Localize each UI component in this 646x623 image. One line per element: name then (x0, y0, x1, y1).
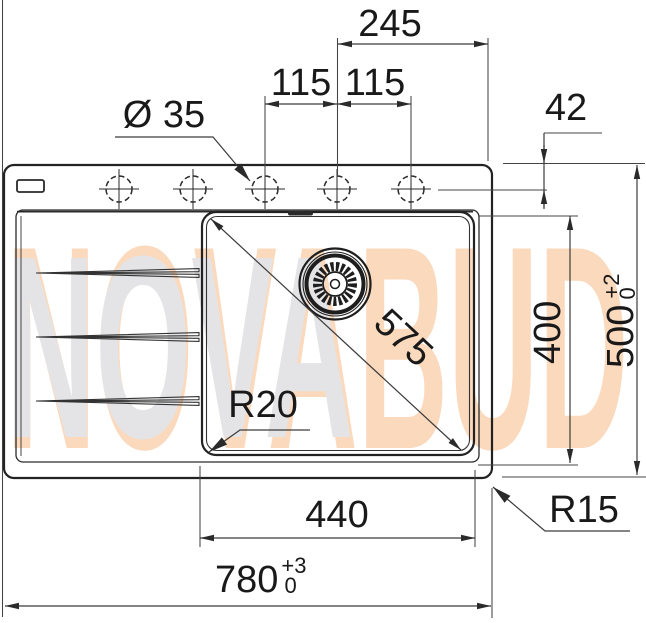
dim-780-tol-minus: 0 (285, 573, 297, 598)
bowl-outer-edge (200, 210, 476, 457)
drainer-groove (35, 268, 200, 278)
radius-r15-callout: R15 (492, 486, 630, 532)
sink-inner-rim (15, 209, 480, 463)
drainer-grooves (35, 268, 200, 406)
dim-245-label: 245 (358, 3, 421, 45)
dim-500-tol-minus: 0 (615, 287, 640, 299)
drain-strainer-icon (298, 247, 372, 321)
dim-575-label: 575 (366, 301, 441, 375)
dim-500-label: 500 +20 (599, 274, 642, 369)
dim-115-left-label: 115 (271, 62, 332, 104)
dim-245: 245 (338, 3, 488, 48)
dim-440-label: 440 (305, 494, 368, 536)
drainer-groove (35, 396, 200, 406)
tap-hole (173, 169, 213, 209)
dim-500-value: 500 (600, 305, 642, 368)
dim-400-label: 400 (527, 301, 569, 364)
drainer-groove (35, 332, 200, 342)
dim-115-left: 115 (265, 62, 337, 108)
dim-780-value: 780 (215, 559, 278, 601)
dim-440: 440 (200, 494, 475, 542)
tap-hole (99, 169, 139, 209)
dim-780-tol-plus: +3 (281, 553, 306, 578)
hole-diameter-label: Ø 35 (123, 94, 205, 136)
dim-42-label: 42 (545, 87, 587, 129)
dim-400: 400 (527, 216, 574, 463)
radius-r15-label: R15 (549, 489, 619, 531)
sink-bowl (200, 210, 476, 457)
radius-r20-label: R20 (228, 384, 298, 426)
bowl-inner-edge (205, 215, 471, 452)
dim-115-right-label: 115 (345, 62, 406, 104)
dim-115-right: 115 (337, 62, 411, 108)
dim-500: 500 +20 (599, 165, 642, 475)
dim-500-tol-plus: +2 (599, 274, 624, 299)
overflow-slot (16, 179, 45, 193)
hole-diameter-callout: Ø 35 (115, 94, 251, 182)
radius-r20-callout: R20 (208, 384, 310, 453)
bowl-rim-mark (288, 211, 313, 216)
dim-42: 42 (540, 87, 587, 209)
